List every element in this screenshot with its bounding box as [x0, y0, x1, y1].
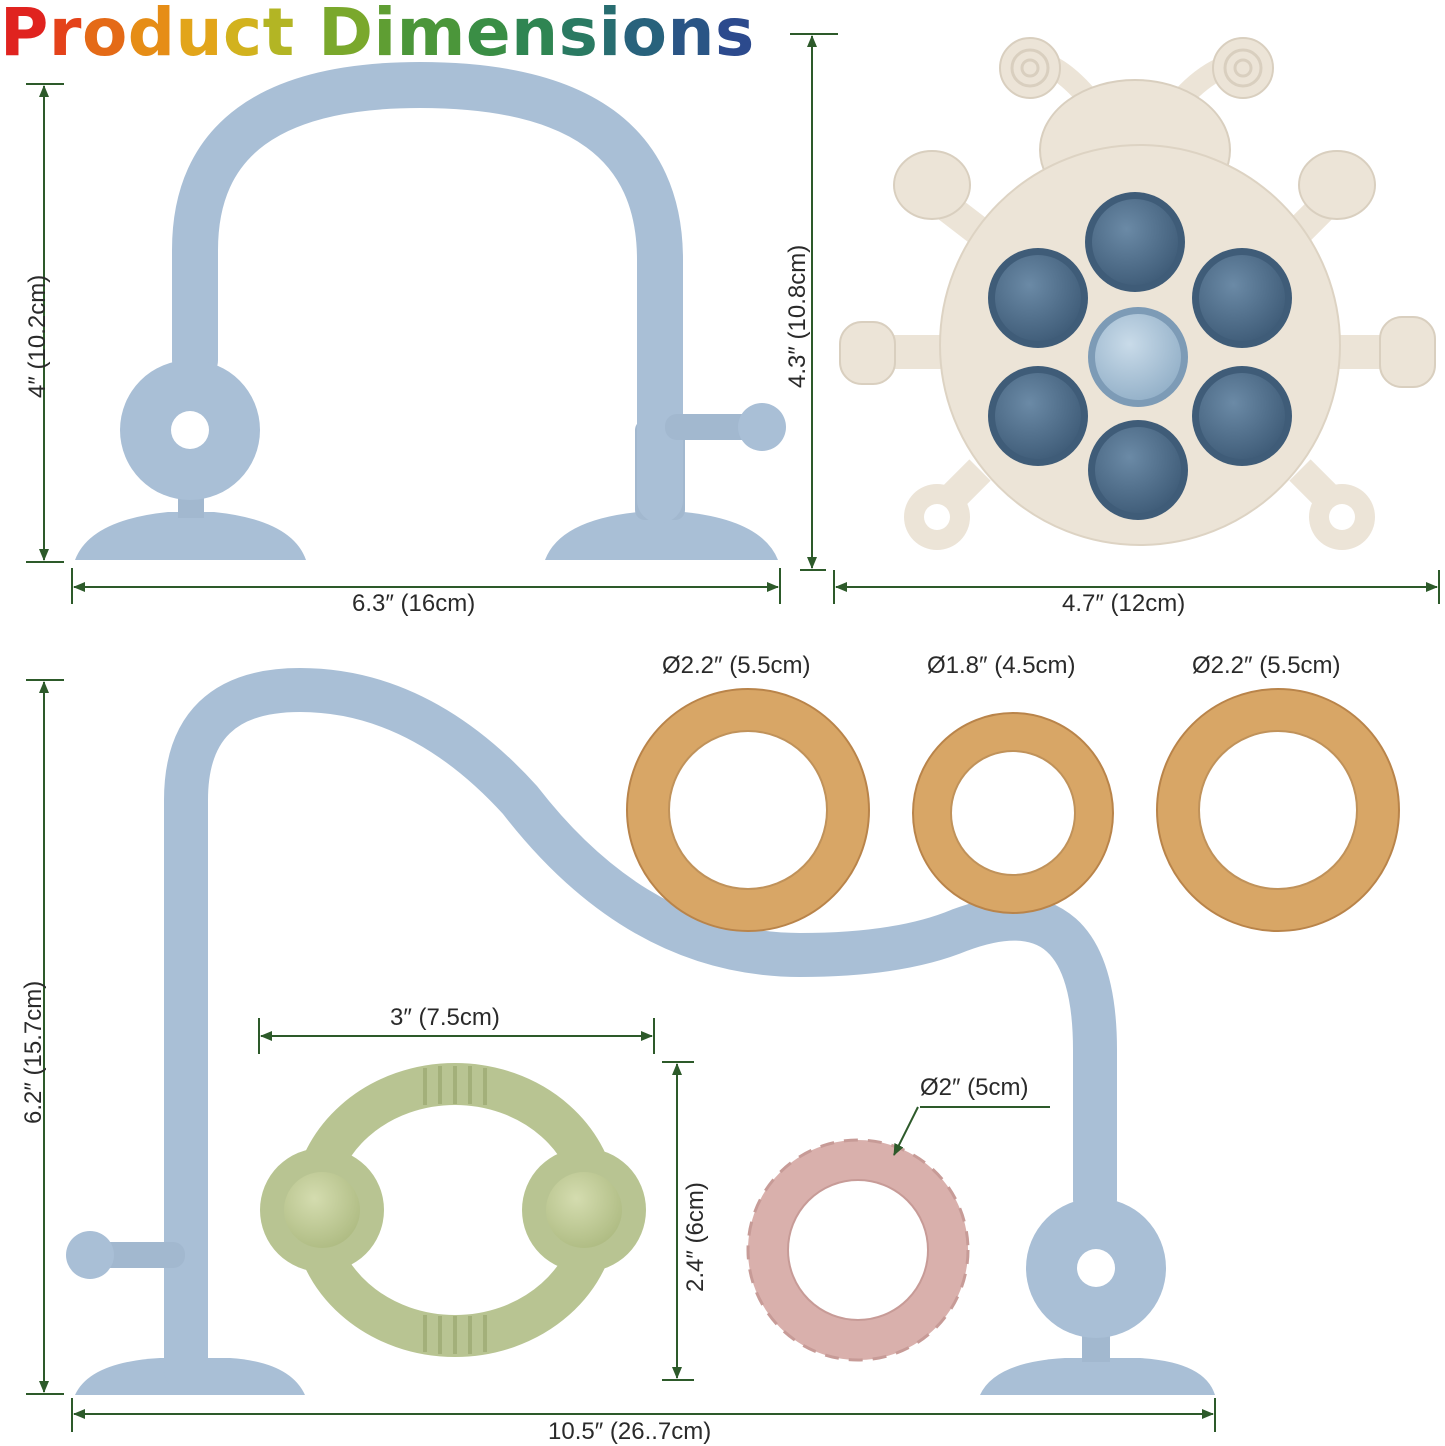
dimension-lines [26, 33, 1440, 1432]
small-arch-height-label: 4″ (10.2cm) [24, 274, 51, 398]
title-letter: n [667, 0, 715, 71]
ladybug-height-label: 4.3″ (10.8cm) [784, 244, 811, 388]
green-pop-ring [260, 1063, 646, 1357]
ladybug-pop-teether [839, 37, 1436, 550]
title-letter: s [558, 0, 599, 71]
wood-ring-1-label: Ø2.2″ (5.5cm) [662, 652, 811, 679]
page-title: Product Dimensions [0, 0, 755, 71]
wooden-rings [626, 688, 1400, 932]
pink-ring-label: Ø2″ (5cm) [920, 1074, 1029, 1101]
wood-ring-2-label: Ø1.8″ (4.5cm) [927, 652, 1076, 679]
ladybug-width-label: 4.7″ (12cm) [1062, 590, 1186, 617]
large-arch-width-label: 10.5″ (26..7cm) [548, 1418, 712, 1445]
green-ring-width-label: 3″ (7.5cm) [390, 1004, 500, 1031]
title-letter: e [465, 0, 512, 71]
title-letter: D [318, 0, 374, 71]
title-letter: i [373, 0, 397, 71]
title-letter: s [714, 0, 755, 71]
suction-cup-right [545, 512, 778, 560]
title-letter: P [0, 0, 49, 71]
green-ring-height-label: 2.4″ (6cm) [682, 1182, 709, 1292]
title-letter: m [396, 0, 466, 71]
title-letter: i [598, 0, 622, 71]
title-letter: o [81, 0, 128, 71]
wood-ring-1 [627, 689, 869, 931]
small-arch-width-label: 6.3″ (16cm) [352, 590, 476, 617]
wood-ring-3 [1157, 689, 1399, 931]
knob-end [66, 1231, 114, 1279]
title-letter: c [223, 0, 263, 71]
title-letter: r [48, 0, 82, 71]
wood-ring-3-label: Ø2.2″ (5.5cm) [1192, 652, 1341, 679]
suction-cup-left [75, 512, 306, 560]
large-arch-height-label: 6.2″ (15.7cm) [20, 980, 47, 1124]
knob-end [738, 403, 786, 451]
wood-ring-2 [913, 713, 1113, 913]
title-letter: o [621, 0, 668, 71]
title-letter: t [262, 0, 295, 71]
title-letter: u [175, 0, 224, 71]
suction-cup-right [980, 1358, 1215, 1395]
large-silicone-arch [66, 667, 1215, 1395]
title-letter: n [511, 0, 559, 71]
small-silicone-arch [75, 61, 786, 560]
title-letter: d [127, 0, 176, 71]
pink-textured-ring [746, 1138, 970, 1362]
